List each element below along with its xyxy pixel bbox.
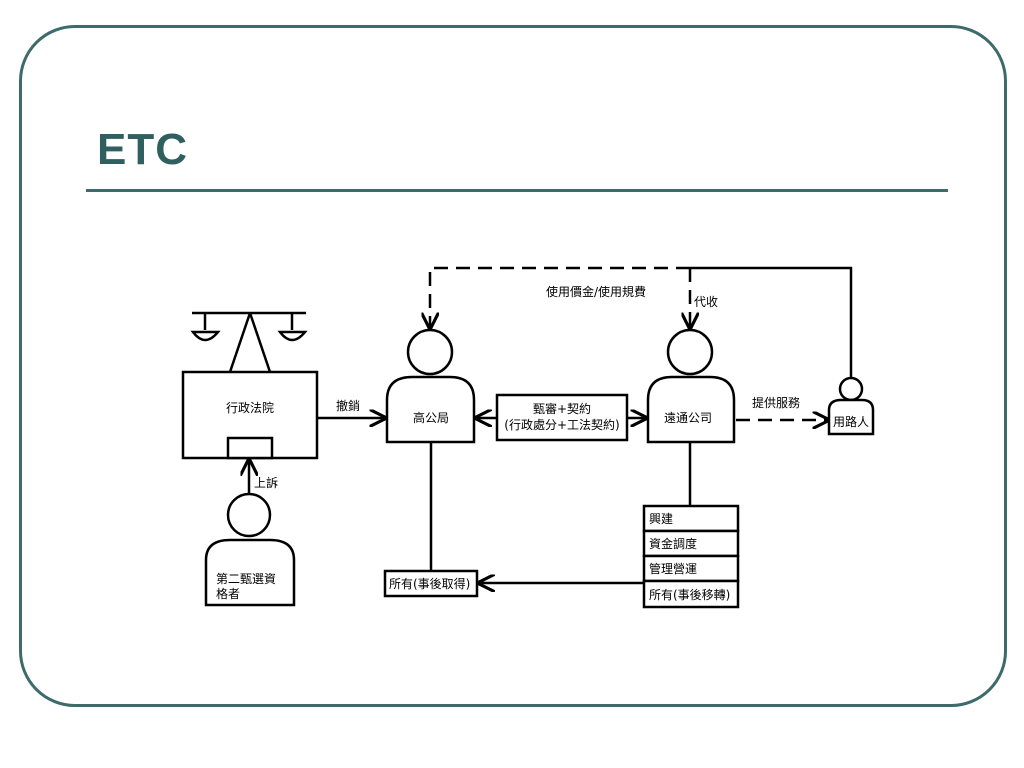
second-bidder-label-line2: 格者	[216, 586, 240, 601]
slide-frame	[19, 25, 1007, 707]
title-divider	[86, 189, 948, 192]
far-eastern-label: 遠通公司	[664, 411, 712, 425]
duty-ownership-label: 所有(事後移轉)	[649, 588, 730, 602]
highway-bureau-person-icon	[385, 328, 476, 444]
scales-of-justice-icon	[190, 311, 308, 373]
road-user-label: 用路人	[833, 414, 869, 429]
court-label: 行政法院	[226, 401, 274, 415]
duty-finance-label: 資金調度	[649, 536, 697, 551]
slide-title: ETC	[97, 125, 188, 174]
duty-box-ownership	[642, 579, 740, 609]
second-bidder-label-line1: 第二甄選資	[216, 572, 276, 586]
fee-label: 使用價金/使用規費	[546, 284, 646, 299]
contract-label-line2: (行政處分+工法契約)	[504, 417, 619, 432]
collect-label: 代收	[694, 295, 718, 309]
revoke-label: 撤銷	[336, 398, 360, 413]
fee-to-bureau-arrow	[430, 266, 690, 328]
appeal-label: 上訴	[254, 475, 278, 490]
duties-stack	[642, 504, 740, 609]
highway-bureau-label: 高公局	[413, 410, 449, 425]
ownership-box	[383, 569, 479, 598]
fee-solid-line	[690, 266, 853, 378]
duty-operation-label: 管理營運	[649, 561, 697, 576]
road-user-person-icon	[827, 376, 875, 436]
second-bidder-person-icon	[204, 492, 296, 607]
contract-label-line1: 甄審+契約	[533, 401, 591, 416]
duty-build-label: 興建	[649, 512, 673, 526]
far-eastern-person-icon	[646, 328, 736, 444]
administrative-court-node	[181, 370, 319, 460]
duty-box-finance	[642, 529, 740, 558]
ownership-label: 所有(事後取得)	[389, 576, 470, 591]
service-label: 提供服務	[752, 395, 800, 410]
